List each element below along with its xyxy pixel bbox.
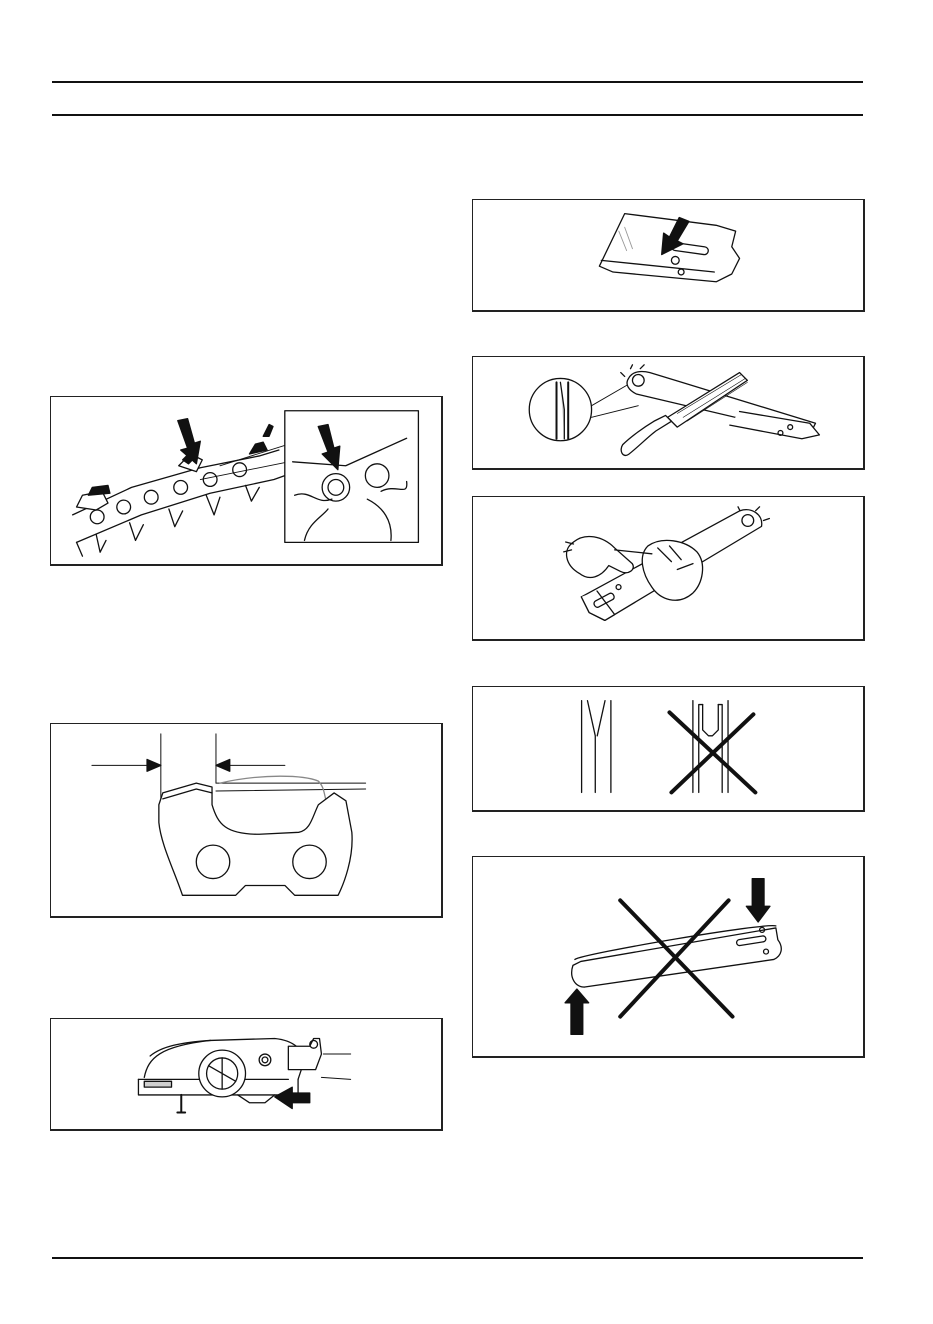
footer-rule — [52, 1257, 863, 1259]
figure-chain-drive-links — [50, 396, 443, 566]
down-arrow-icon — [746, 879, 770, 922]
header-rule-top — [52, 81, 863, 83]
figure-bar-groove-filing — [472, 356, 865, 470]
cutter-link — [159, 783, 352, 895]
saw-chain — [73, 425, 285, 557]
groove-worn — [693, 701, 728, 793]
figure-bar-lubrication-hole — [472, 199, 865, 312]
up-arrow-icon — [565, 989, 589, 1034]
figure-depth-gauge-setting — [50, 723, 443, 918]
figure-chain-tensioner — [50, 1018, 443, 1131]
figure-bar-rail-cleaning — [472, 496, 865, 641]
figure-bar-groove-wear — [472, 686, 865, 812]
figure-bar-bent-check — [472, 856, 865, 1058]
magnify-inset — [200, 411, 418, 543]
cross-mark-icon — [669, 712, 755, 792]
header-rule-bottom — [52, 114, 863, 116]
down-arrow-icon — [178, 419, 201, 464]
groove-inset — [529, 378, 638, 440]
groove-correct — [582, 701, 611, 793]
left-arrow-icon — [275, 1087, 310, 1108]
